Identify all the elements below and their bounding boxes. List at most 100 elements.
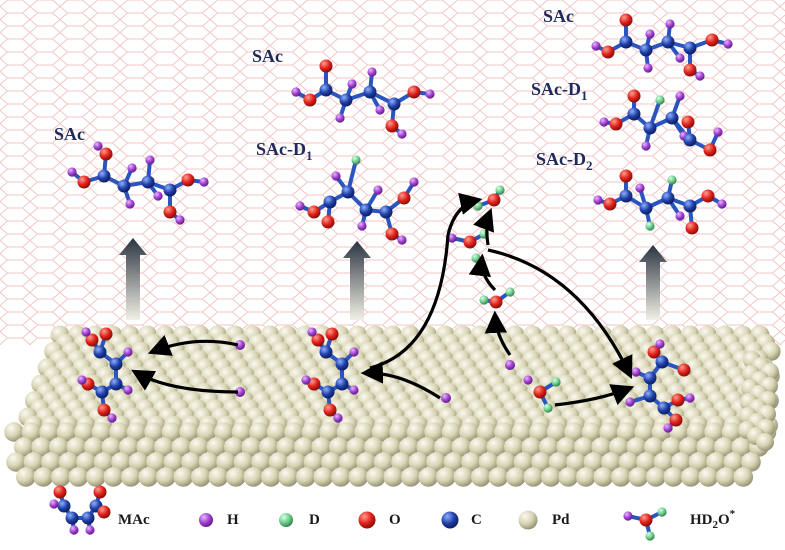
oxygen-atom [490,296,503,309]
label-middle-sac: SAc [252,46,283,66]
hydrogen-atom [81,327,90,336]
pd-atom [664,467,684,487]
carbon-atom [662,192,675,205]
hydrogen-atom [425,89,434,98]
pd-atom [756,433,774,451]
carbon-atom [336,378,349,391]
hydrogen-atom [123,347,132,356]
carbon-atom [628,108,641,121]
oxygen-atom [94,486,107,499]
carbon-atom [66,512,79,525]
carbon-atom [666,112,679,125]
legend-mac-text: MAc [118,512,150,528]
hydrogen-atom [307,327,316,336]
carbon-atom [320,346,333,359]
pd-atom [576,467,596,487]
hydrogen-atom [685,393,694,402]
hydrogen-atom [67,167,76,176]
pd-atom [734,467,754,487]
pd-atom [191,467,211,487]
carbon-atom [658,402,671,415]
carbon-atom [684,134,697,147]
pd-atom [629,467,649,487]
carbon-atom [380,206,393,219]
deuterium-atom [495,185,504,194]
pd-atom [314,467,334,487]
surface-hydrogen-atom [505,360,515,370]
oxygen-atom [620,170,633,183]
hydrogen-atom [675,53,684,62]
pd-atom [121,467,141,487]
label-right-sac: SAc [543,6,574,26]
carbon-atom [58,500,71,513]
hydrogen-atom [77,375,86,384]
pd-atom [419,467,439,487]
hydrogen-atom [153,191,162,200]
carbon-atom [82,512,95,525]
oxygen-atom [326,328,339,341]
pd-atom [716,467,736,487]
carbon-atom [620,36,633,49]
hydrogen-atom [349,385,358,394]
hydrogen-atom [641,141,650,150]
deuterium-atom [551,377,560,386]
hydrogen-atom [631,367,640,376]
carbon-atom [98,170,111,183]
oxygen-atom [628,90,641,103]
hydrogen-atom [409,177,418,186]
legend-d-icon [279,513,293,527]
carbon-atom [644,122,657,135]
hydrogen-atom [145,155,154,164]
carbon-atom [322,386,335,399]
pd-atom [69,467,89,487]
deuterium-atom [543,403,552,412]
hydrogen-atom [397,235,406,244]
pd-atom [244,467,264,487]
deuterium-atom [505,287,514,296]
oxygen-atom [408,86,421,99]
hydrogen-atom [357,221,366,230]
carbon-atom [164,184,177,197]
hydrogen-atom [295,201,304,210]
pd-atom [331,467,351,487]
hydrogen-atom [127,163,136,172]
pd-atom [34,467,54,487]
deuterium-atom [655,95,664,104]
deuterium-atom [645,531,654,540]
legend-pd-text: Pd [552,512,570,528]
pd-atom [524,467,544,487]
oxygen-atom [386,228,399,241]
oxygen-atom [100,148,113,161]
hydrogen-atom [675,91,684,100]
pd-atom [366,467,386,487]
carbon-atom [640,202,653,215]
carbon-atom [336,358,349,371]
carbon-atom [340,94,353,107]
pd-atom [209,467,229,487]
pd-atom [139,467,159,487]
carbon-atom [684,42,697,55]
hydrogen-atom [123,385,132,394]
hydrogen-atom [593,195,602,204]
carbon-atom [640,44,653,57]
pd-atom [699,467,719,487]
oxygen-atom [98,506,111,519]
carbon-atom [656,356,669,369]
deuterium-atom [667,175,676,184]
oxygen-atom [704,144,717,157]
pd-atom [51,467,71,487]
oxygen-atom [682,116,695,129]
oxygen-atom [304,94,317,107]
surface-hydrogen-atom [441,393,451,403]
oxygen-atom [182,174,195,187]
carbon-atom [388,98,401,111]
carbon-atom [364,86,377,99]
hydrogen-atom [69,525,78,534]
hydrogen-atom [367,67,376,76]
pd-atom [489,467,509,487]
hydrogen-atom [663,423,672,432]
oxygen-atom [98,404,111,417]
hydrogen-atom [645,29,654,38]
